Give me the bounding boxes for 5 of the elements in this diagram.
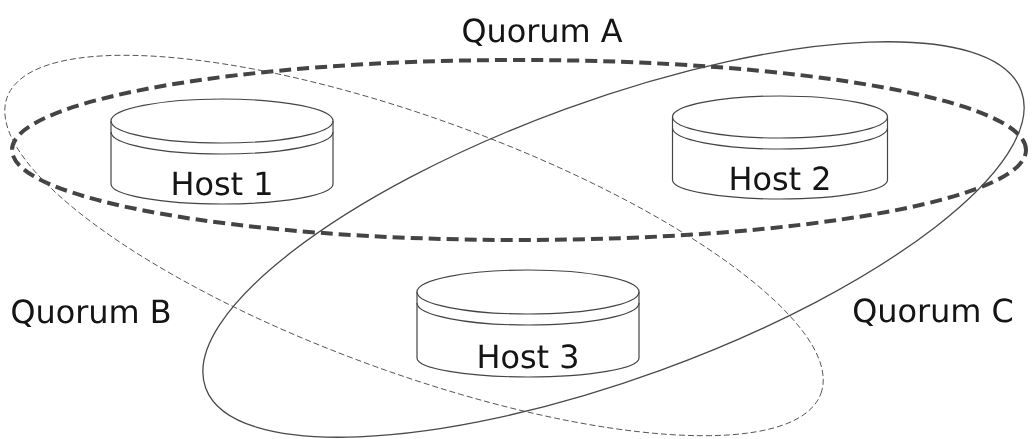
database-cylinder: Host 3 xyxy=(416,269,640,378)
quorum-label: Quorum C xyxy=(854,298,1013,327)
quorum-label: Quorum B xyxy=(12,299,170,328)
quorum-label: Quorum A xyxy=(463,18,623,47)
database-cylinder: Host 1 xyxy=(110,98,334,205)
